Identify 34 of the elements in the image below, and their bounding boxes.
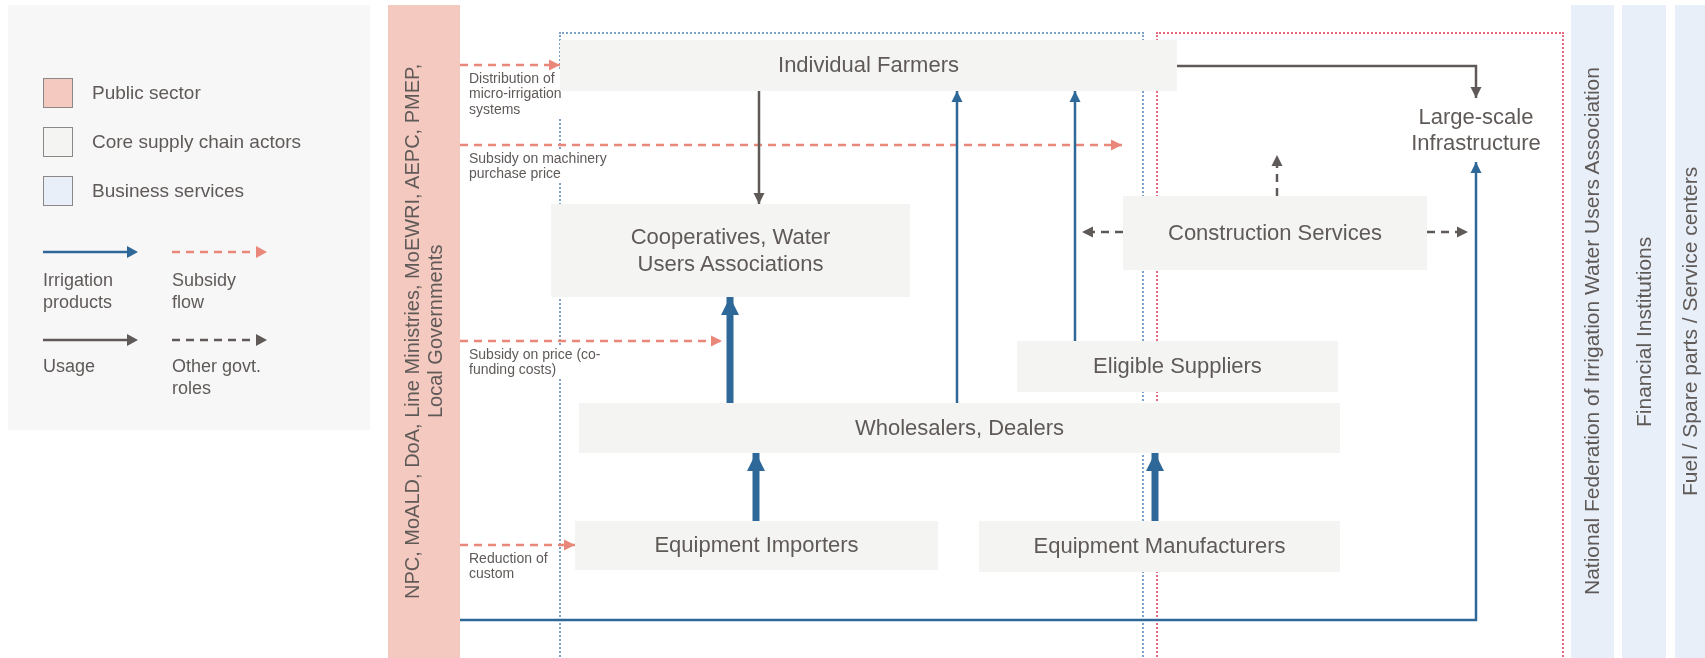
actor-box: Construction Services: [1123, 196, 1427, 270]
legend-label: Business services: [92, 178, 245, 203]
arrow: [460, 59, 560, 71]
service-band: Financial Institutions: [1622, 5, 1666, 658]
legend-label: Irrigation products: [43, 270, 115, 314]
legend-label: Core supply chain actors: [92, 129, 302, 154]
arrow: [951, 91, 963, 403]
service-band: National Federation of Irrigation Water Users Association: [1571, 5, 1614, 658]
arrow: [1082, 226, 1123, 238]
actor-box: Equipment Importers: [575, 521, 938, 570]
legend-label: Other govt. roles: [172, 356, 263, 400]
service-band: Fuel / Spare parts / Service centers: [1675, 5, 1705, 658]
arrow: [460, 162, 1482, 622]
actor-box: Equipment Manufacturers: [979, 521, 1340, 572]
arrow: [1271, 155, 1283, 196]
legend-label: Subsidy flow: [172, 270, 238, 314]
arrow: [460, 139, 1122, 151]
sector-band: NPC, MoALD, DoA, Line Ministries, MoEWRI, AEPC, PMEP, Local Governments: [388, 5, 460, 658]
legend-label: Usage: [43, 356, 97, 378]
arrow: [1069, 91, 1081, 341]
arrow: [460, 335, 722, 347]
legend-label: Public sector: [92, 80, 201, 105]
arrow: [1145, 453, 1165, 521]
actor-box: Individual Farmers: [560, 40, 1177, 91]
arrow: [720, 297, 740, 403]
arrow: [1177, 64, 1482, 98]
arrow: [746, 453, 766, 521]
arrow: [460, 539, 575, 551]
actor-box: Wholesalers, Dealers: [579, 403, 1340, 453]
arrow: [753, 91, 765, 204]
node-label: Large-scale Infrastructure: [1396, 98, 1556, 162]
arrow: [1427, 226, 1468, 238]
actor-box: Eligible Suppliers: [1017, 341, 1338, 392]
actor-box: Cooperatives, Water Users Associations: [551, 204, 910, 297]
